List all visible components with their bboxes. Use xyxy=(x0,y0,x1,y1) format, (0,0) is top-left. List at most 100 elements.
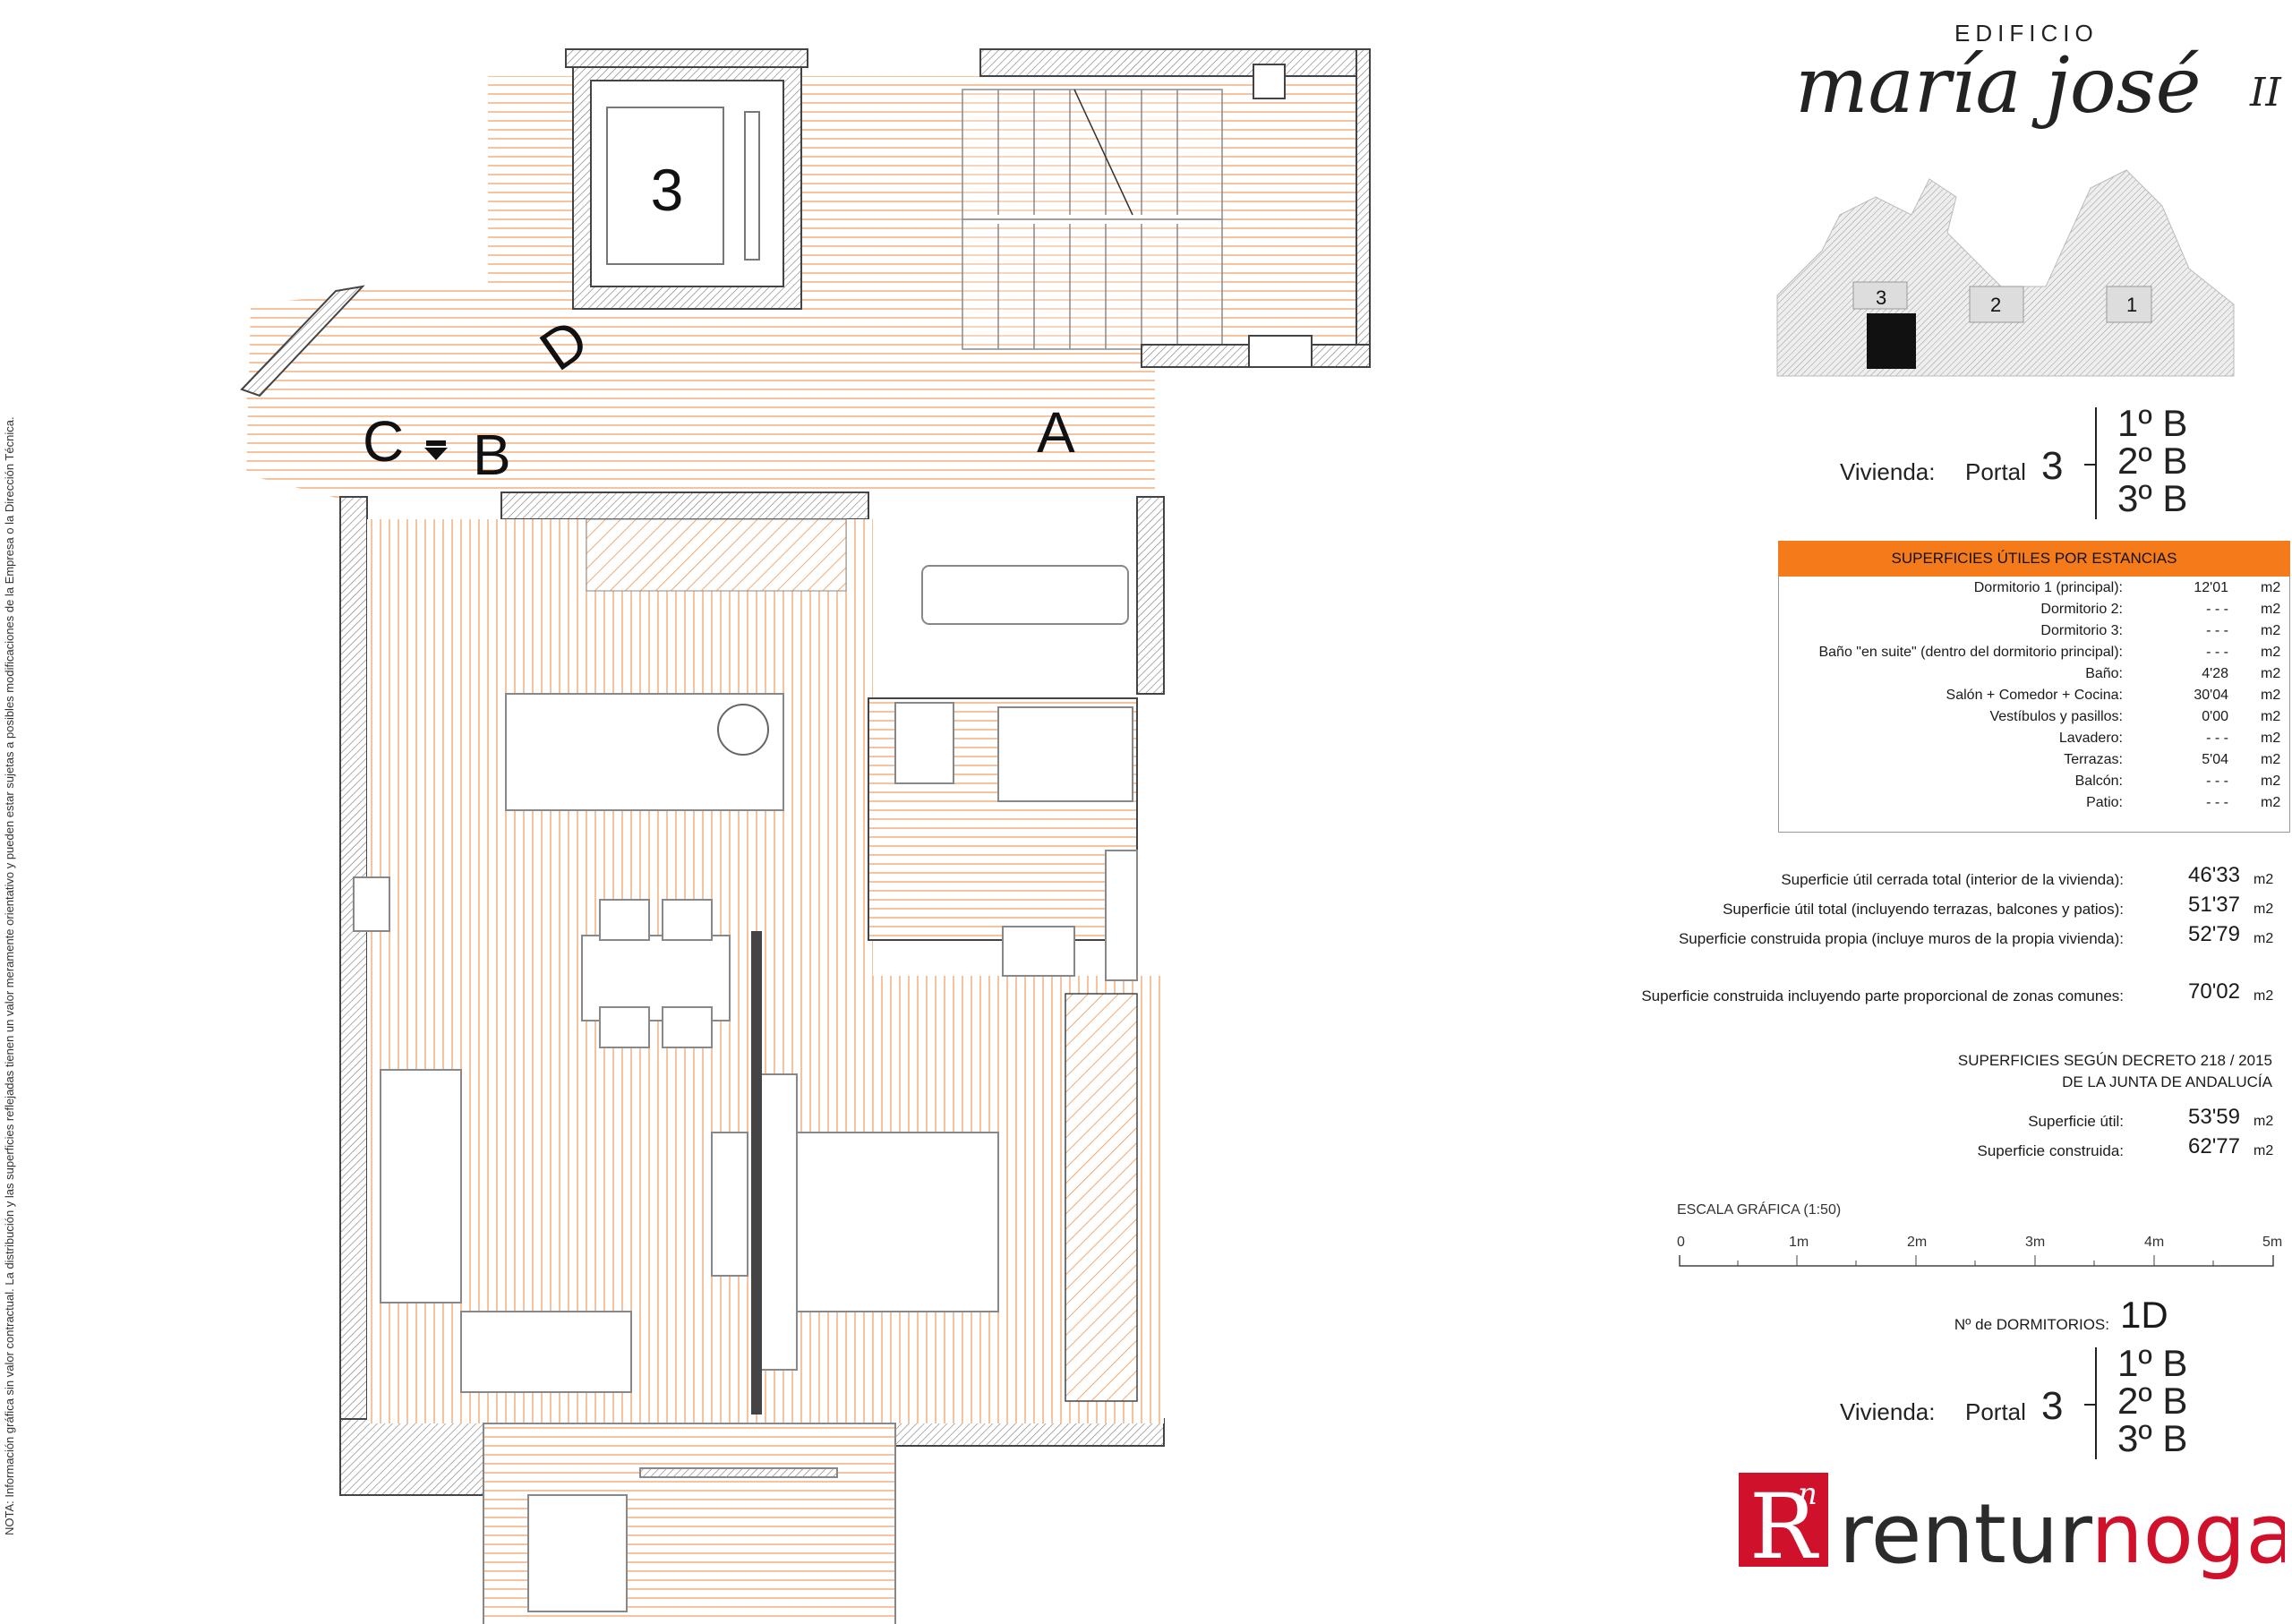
scale-tick-label: 2m xyxy=(1907,1235,1928,1250)
portal-label: Portal xyxy=(1965,458,2026,485)
svg-text:renturnoga: renturnoga xyxy=(1839,1486,2285,1582)
total-value: 52'79 xyxy=(2188,922,2240,946)
furniture xyxy=(353,565,1138,1393)
table-row: Dormitorio 3: - - - m2 xyxy=(1779,623,2289,645)
row-label: Terrazas: xyxy=(2064,752,2123,767)
row-unit: m2 xyxy=(2261,602,2281,617)
dormitorios-label: Nº de DORMITORIOS: xyxy=(1954,1316,2109,1333)
row-unit: m2 xyxy=(2261,666,2281,681)
comunes-unit: m2 xyxy=(2254,988,2274,1004)
row-value: - - - xyxy=(2206,645,2228,660)
total-unit: m2 xyxy=(2254,872,2274,887)
floor-2: 2º B xyxy=(2117,440,2188,482)
row-label: Balcón: xyxy=(2074,774,2123,789)
keyplan-portal-2: 2 xyxy=(1990,294,2001,316)
row-value: 12'01 xyxy=(2194,580,2228,595)
row-unit: m2 xyxy=(2261,623,2281,638)
building-kicker: EDIFICIO xyxy=(1954,20,2099,47)
row-label: Patio: xyxy=(2086,795,2123,810)
total-value: 51'37 xyxy=(2188,893,2240,917)
keyplan-selected-unit xyxy=(1867,313,1916,369)
table-row: Baño "en suite" (dentro del dormitorio p… xyxy=(1779,645,2289,666)
building-name-script: maría josé xyxy=(1795,41,2202,131)
portal-label: Portal xyxy=(1965,1398,2026,1425)
wardrobe xyxy=(1065,993,1138,1402)
row-label: Baño: xyxy=(2085,666,2123,681)
keyplan-portal-1: 1 xyxy=(2126,294,2137,316)
arrow-down-icon xyxy=(424,448,448,460)
row-unit: m2 xyxy=(2261,731,2281,746)
corridor-floor xyxy=(242,297,591,501)
row-value: - - - xyxy=(2206,602,2228,617)
scale-tick-label: 3m xyxy=(2025,1235,2046,1250)
lift-label: 3 xyxy=(651,157,684,223)
brace-tick xyxy=(2084,1404,2095,1406)
scale-tick-label: 1m xyxy=(1789,1235,1809,1250)
row-unit: m2 xyxy=(2261,795,2281,810)
table-row: Terrazas: 5'04 m2 xyxy=(1779,752,2289,774)
legal-note: NOTA: Información gráfica sin valor cont… xyxy=(3,416,16,1535)
building-name-suffix: II xyxy=(2249,70,2282,115)
decreto-value: 53'59 xyxy=(2188,1105,2240,1129)
total-value: 46'33 xyxy=(2188,863,2240,887)
row-unit: m2 xyxy=(2261,645,2281,660)
label-a: A xyxy=(1037,400,1075,465)
total-unit: m2 xyxy=(2254,931,2274,946)
portal-number: 3 xyxy=(2041,1384,2064,1428)
comunes-label: Superficie construida incluyendo parte p… xyxy=(1641,987,2124,1004)
brand-name-rentur: rentur xyxy=(1839,1486,2092,1582)
scale-tick-label: 5m xyxy=(2262,1235,2283,1250)
row-value: - - - xyxy=(2206,731,2228,746)
row-label: Dormitorio 3: xyxy=(2040,623,2123,638)
building-logo: maría josé II xyxy=(1795,41,2282,131)
decreto-unit: m2 xyxy=(2254,1114,2274,1129)
brand-logo: R n renturnoga xyxy=(1739,1473,2285,1582)
dormitorios-value: 1D xyxy=(2120,1294,2168,1336)
row-unit: m2 xyxy=(2261,709,2281,724)
vivienda-label: Vivienda: xyxy=(1840,1398,1936,1425)
brace-line xyxy=(2095,1347,2097,1459)
brand-mark-r: R xyxy=(1749,1474,1819,1579)
brand-name-noga: noga xyxy=(2091,1486,2285,1582)
floor-3: 3º B xyxy=(2117,477,2188,519)
brand-mark-n: n xyxy=(1798,1476,1817,1512)
keyplan-portal-3: 3 xyxy=(1876,286,1886,309)
portal-number: 3 xyxy=(2041,444,2064,488)
decreto-title: SUPERFICIES SEGÚN DECRETO 218 / 2015 xyxy=(1957,1052,2272,1069)
decreto-value: 62'77 xyxy=(2188,1134,2240,1158)
row-label: Salón + Comedor + Cocina: xyxy=(1946,688,2123,703)
vivienda-label: Vivienda: xyxy=(1840,458,1936,485)
row-value: - - - xyxy=(2206,623,2228,638)
decreto-unit: m2 xyxy=(2254,1143,2274,1158)
brand-mark-icon xyxy=(1739,1473,1828,1567)
staircase xyxy=(962,89,1223,350)
row-unit: m2 xyxy=(2261,752,2281,767)
table-row: Dormitorio 2:- - -m2 xyxy=(1779,602,2289,623)
total-unit: m2 xyxy=(2254,902,2274,917)
scale-tick-label: 4m xyxy=(2144,1235,2165,1250)
scale-title: ESCALA GRÁFICA (1:50) xyxy=(1677,1202,1842,1218)
row-value: - - - xyxy=(2206,795,2228,810)
superficies-table-title: SUPERFICIES ÚTILES POR ESTANCIAS xyxy=(1778,541,2290,577)
row-label: Baño "en suite" (dentro del dormitorio p… xyxy=(1818,645,2123,660)
row-value: 5'04 xyxy=(2202,752,2228,767)
row-value: 4'28 xyxy=(2202,666,2228,681)
row-unit: m2 xyxy=(2261,580,2281,595)
kitchen-counter xyxy=(586,518,847,592)
table-row: Balcón:- - -m2 xyxy=(1779,774,2289,795)
decreto-subtitle: DE LA JUNTA DE ANDALUCÍA xyxy=(2062,1073,2272,1090)
table-row: Baño: 4'28 m2 xyxy=(1779,666,2289,688)
row-unit: m2 xyxy=(2261,688,2281,703)
floor-1: 1º B xyxy=(2117,402,2188,444)
decreto-label: Superficie útil: xyxy=(2028,1113,2124,1130)
floor-3: 3º B xyxy=(2117,1417,2188,1459)
comunes-value: 70'02 xyxy=(2188,979,2240,1004)
table-row: Patio: - - - m2 xyxy=(1779,795,2289,816)
row-value: 0'00 xyxy=(2202,709,2228,724)
scale-bar xyxy=(1679,1255,2274,1267)
label-c: C xyxy=(363,409,404,474)
